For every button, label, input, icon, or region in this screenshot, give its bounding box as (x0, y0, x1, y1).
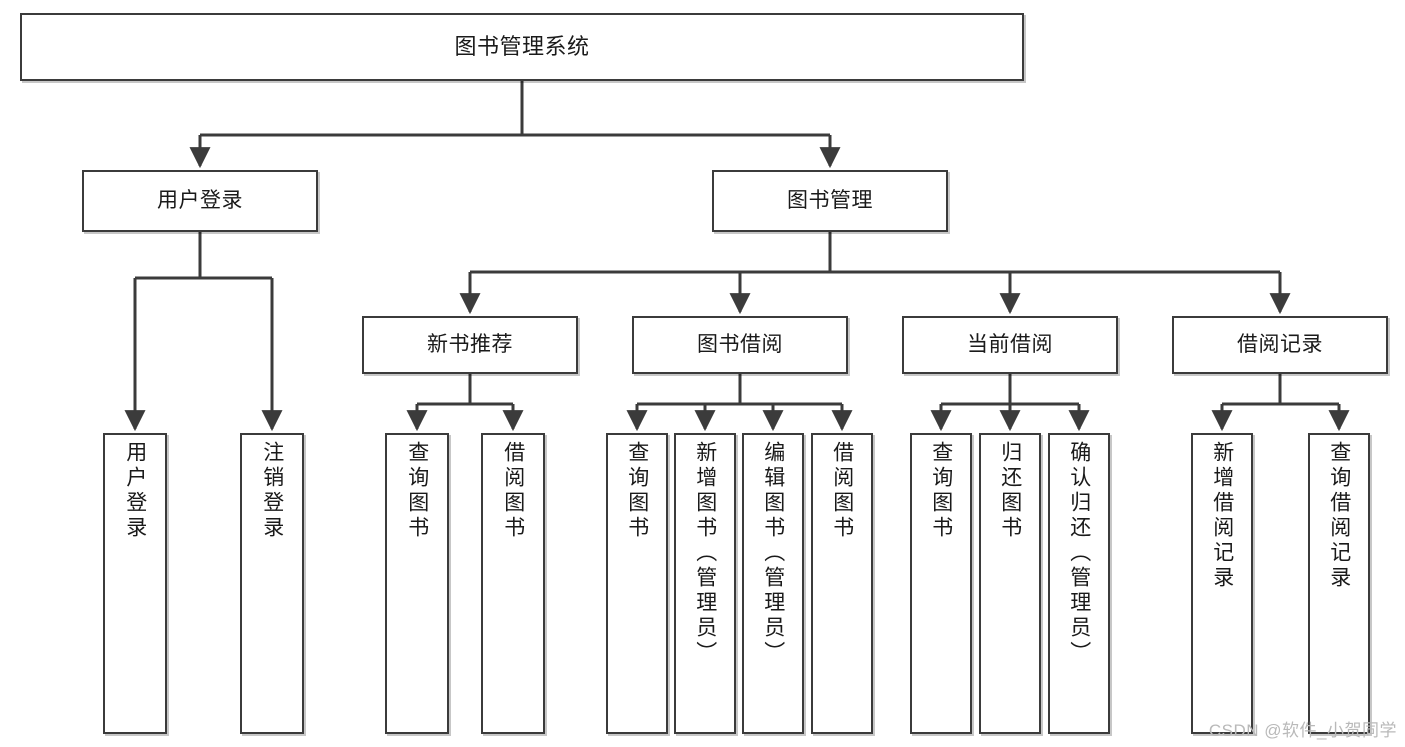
leaf-recommend-borrow-book[interactable]: 借阅图书 (481, 433, 545, 734)
node-current-borrow-label: 当前借阅 (967, 332, 1053, 356)
leaf-borrow-edit-book[interactable]: 编辑图书（管理员） (742, 433, 804, 734)
leaf-user-login-signout-label: 注销登录 (260, 441, 284, 541)
node-borrow-record-label: 借阅记录 (1237, 332, 1323, 356)
node-current-borrow[interactable]: 当前借阅 (902, 316, 1118, 374)
leaf-borrow-add-book[interactable]: 新增图书（管理员） (674, 433, 736, 734)
leaf-record-query-record[interactable]: 查询借阅记录 (1308, 433, 1370, 734)
leaf-recommend-query-book[interactable]: 查询图书 (385, 433, 449, 734)
node-book-management[interactable]: 图书管理 (712, 170, 948, 232)
leaf-recommend-query-book-label: 查询图书 (405, 441, 429, 541)
node-book-borrow[interactable]: 图书借阅 (632, 316, 848, 374)
leaf-user-login-signout[interactable]: 注销登录 (240, 433, 304, 734)
leaf-current-query-book-label: 查询图书 (929, 441, 953, 541)
leaf-current-return-book-label: 归还图书 (998, 441, 1022, 541)
leaf-current-confirm-return[interactable]: 确认归还（管理员） (1048, 433, 1110, 734)
leaf-record-query-record-label: 查询借阅记录 (1327, 441, 1351, 591)
node-book-management-label: 图书管理 (787, 188, 873, 212)
leaf-record-add-record-label: 新增借阅记录 (1210, 441, 1234, 591)
node-root-system-label: 图书管理系统 (454, 34, 590, 60)
leaf-recommend-borrow-book-label: 借阅图书 (501, 441, 525, 541)
leaf-borrow-borrow-book[interactable]: 借阅图书 (811, 433, 873, 734)
csdn-watermark: CSDN @软件_小贺同学 (1208, 721, 1397, 740)
leaf-current-return-book[interactable]: 归还图书 (979, 433, 1041, 734)
leaf-user-login-signin-label: 用户登录 (123, 441, 147, 541)
leaf-current-confirm-return-label: 确认归还（管理员） (1067, 441, 1091, 666)
node-user-login-label: 用户登录 (157, 188, 243, 212)
node-user-login[interactable]: 用户登录 (82, 170, 318, 232)
node-root-system[interactable]: 图书管理系统 (20, 13, 1024, 81)
node-book-borrow-label: 图书借阅 (697, 332, 783, 356)
leaf-current-query-book[interactable]: 查询图书 (910, 433, 972, 734)
leaf-borrow-query-book[interactable]: 查询图书 (606, 433, 668, 734)
leaf-borrow-add-book-label: 新增图书（管理员） (693, 441, 717, 666)
leaf-user-login-signin[interactable]: 用户登录 (103, 433, 167, 734)
node-new-book-recommend[interactable]: 新书推荐 (362, 316, 578, 374)
leaf-borrow-query-book-label: 查询图书 (625, 441, 649, 541)
leaf-borrow-borrow-book-label: 借阅图书 (830, 441, 854, 541)
node-borrow-record[interactable]: 借阅记录 (1172, 316, 1388, 374)
node-new-book-recommend-label: 新书推荐 (427, 332, 513, 356)
leaf-record-add-record[interactable]: 新增借阅记录 (1191, 433, 1253, 734)
leaf-borrow-edit-book-label: 编辑图书（管理员） (761, 441, 785, 666)
